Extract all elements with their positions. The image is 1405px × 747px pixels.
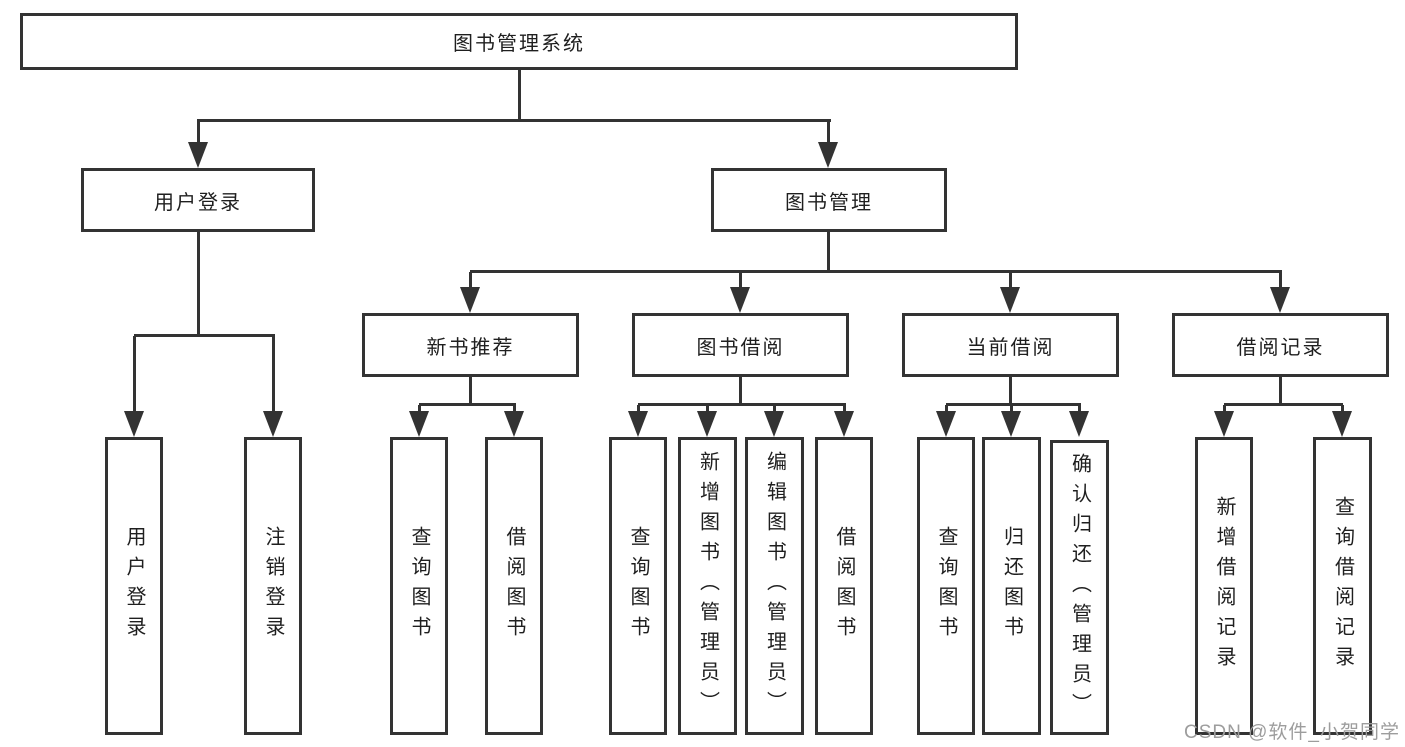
leaf-label: 用户登录: [123, 526, 145, 646]
arrow-down-icon: [460, 287, 480, 313]
arrow-down-icon: [504, 411, 524, 437]
connector-stem: [1009, 272, 1012, 290]
leaf-label: 编辑图书（管理员）: [763, 451, 786, 721]
leaf-confirm-return-admin: 确认归还（管理员）: [1050, 440, 1109, 735]
leaf-label: 查询图书: [627, 526, 649, 646]
leaf-label: 归还图书: [1000, 526, 1023, 646]
connector-userlogin-trunk: [134, 334, 275, 337]
connector-root-stem: [518, 69, 521, 122]
connector-root-trunk: [197, 119, 831, 122]
leaf-query-books-recommend: 查询图书: [390, 437, 448, 735]
connector-stem: [1078, 405, 1081, 415]
arrow-down-icon: [1270, 287, 1290, 313]
connector-bookmgmt-trunk: [470, 270, 1282, 273]
arrow-down-icon: [834, 411, 854, 437]
leaf-label: 新增图书（管理员）: [696, 451, 719, 721]
connector-userlogin-stem: [197, 232, 200, 336]
connector-trunk: [946, 403, 1081, 406]
arrow-down-icon: [818, 142, 838, 168]
leaf-label: 查询图书: [935, 526, 957, 646]
leaf-logout: 注销登录: [244, 437, 302, 735]
connector-stem: [469, 272, 472, 290]
arrow-down-icon: [409, 411, 429, 437]
leaf-user-login: 用户登录: [105, 437, 163, 735]
arrow-down-icon: [730, 287, 750, 313]
connector-stem: [197, 121, 200, 145]
leaf-label: 借阅图书: [833, 526, 855, 646]
arrow-down-icon: [1332, 411, 1352, 437]
connector-stem: [945, 405, 948, 415]
leaf-query-books-current: 查询图书: [917, 437, 975, 735]
connector-stem: [1279, 377, 1282, 406]
arrow-down-icon: [1000, 287, 1020, 313]
leaf-label: 借阅图书: [503, 526, 525, 646]
leaf-borrow-books: 借阅图书: [815, 437, 873, 735]
connector-stem: [637, 405, 640, 415]
node-current-borrow: 当前借阅: [902, 313, 1119, 377]
arrow-down-icon: [1214, 411, 1234, 437]
arrow-down-icon: [1001, 411, 1021, 437]
connector-stem: [1279, 272, 1282, 290]
arrow-down-icon: [263, 411, 283, 437]
leaf-label: 注销登录: [262, 526, 284, 646]
connector-stem: [418, 405, 421, 415]
leaf-label: 确认归还（管理员）: [1068, 452, 1091, 723]
leaf-edit-books-admin: 编辑图书（管理员）: [745, 437, 804, 735]
connector-stem: [1341, 405, 1344, 415]
connector-stem: [706, 405, 709, 415]
leaf-label: 查询图书: [408, 526, 430, 646]
connector-stem: [773, 405, 776, 415]
arrow-down-icon: [188, 142, 208, 168]
connector-trunk: [1224, 403, 1343, 406]
connector-bookmgmt-stem: [827, 232, 830, 273]
watermark: CSDN @软件_小贺同学: [1184, 722, 1400, 743]
arrow-down-icon: [697, 411, 717, 437]
leaf-add-borrow-record: 新增借阅记录: [1195, 437, 1253, 735]
leaf-return-books: 归还图书: [982, 437, 1041, 735]
arrow-down-icon: [936, 411, 956, 437]
connector-stem: [133, 336, 136, 414]
connector-stem: [1223, 405, 1226, 415]
node-borrow-records: 借阅记录: [1172, 313, 1389, 377]
leaf-borrow-books-recommend: 借阅图书: [485, 437, 543, 735]
connector-stem: [843, 405, 846, 415]
connector-stem: [739, 272, 742, 290]
leaf-query-borrow-record: 查询借阅记录: [1313, 437, 1372, 735]
connector-trunk: [638, 403, 846, 406]
leaf-label: 查询借阅记录: [1331, 496, 1354, 676]
connector-stem: [1010, 405, 1013, 415]
node-user-login: 用户登录: [81, 168, 315, 232]
connector-stem: [739, 377, 742, 406]
connector-stem: [1009, 377, 1012, 406]
connector-trunk: [419, 403, 516, 406]
leaf-add-books-admin: 新增图书（管理员）: [678, 437, 737, 735]
connector-stem: [827, 121, 830, 145]
connector-stem: [513, 405, 516, 415]
leaf-query-books-borrow: 查询图书: [609, 437, 667, 735]
arrow-down-icon: [628, 411, 648, 437]
leaf-label: 新增借阅记录: [1213, 496, 1235, 676]
node-book-management: 图书管理: [711, 168, 947, 232]
connector-stem: [469, 377, 472, 406]
node-library-system: 图书管理系统: [20, 13, 1018, 70]
connector-stem: [272, 336, 275, 414]
arrow-down-icon: [124, 411, 144, 437]
node-new-book-recommend: 新书推荐: [362, 313, 579, 377]
node-book-borrow: 图书借阅: [632, 313, 849, 377]
arrow-down-icon: [1069, 411, 1089, 437]
arrow-down-icon: [764, 411, 784, 437]
